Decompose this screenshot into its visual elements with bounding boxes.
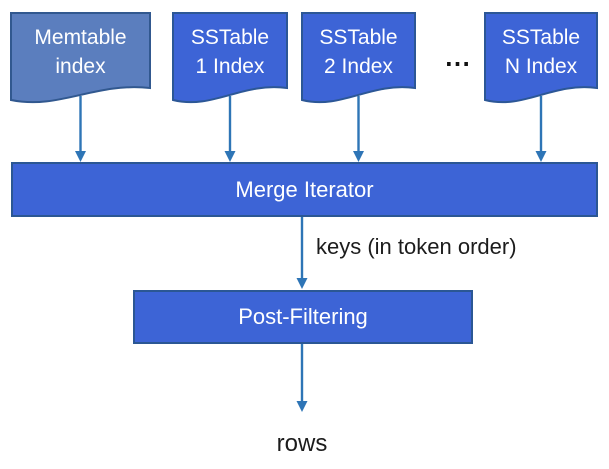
memtable-index-shape xyxy=(10,12,151,104)
keys-edge-label: keys (in token order) xyxy=(316,234,517,259)
sstable-n-index-label-line1: SSTable xyxy=(501,26,581,49)
sstable-1-index-shape xyxy=(172,12,288,104)
rows-output-label: rows xyxy=(276,430,328,457)
arrow-sstable1-to-merge xyxy=(224,96,236,162)
sstable-n-index-label: SSTable N Index xyxy=(485,13,597,91)
merge-iterator-label: Merge Iterator xyxy=(235,176,374,202)
sstable-n-index-shape xyxy=(484,12,598,104)
memtable-index-label-line1: Memtable xyxy=(34,26,127,49)
merge-iterator-box xyxy=(11,162,598,217)
more-sstables-ellipsis: ⋯ xyxy=(444,48,472,78)
sstable-1-index-label: SSTable 1 Index xyxy=(173,13,287,91)
memtable-index-label-line2: index xyxy=(55,55,106,78)
arrow-merge-to-postfiltering xyxy=(296,217,308,289)
memtable-index-label: Memtable index xyxy=(11,13,150,91)
sstable-1-index-label-line2: 1 Index xyxy=(195,55,265,78)
sstable-2-index-label-line1: SSTable xyxy=(319,26,398,49)
post-filtering-label: Post-Filtering xyxy=(238,304,368,329)
sstable-2-index-label-line2: 2 Index xyxy=(324,55,393,78)
sstable-1-index-label-line1: SSTable xyxy=(190,26,270,49)
arrow-sstable2-to-merge xyxy=(353,96,364,162)
post-filtering-box xyxy=(133,290,473,344)
arrow-memtable-to-merge xyxy=(75,96,86,162)
sstable-n-index-label-line2: N Index xyxy=(504,55,578,78)
sstable-2-index-label: SSTable 2 Index xyxy=(302,13,415,91)
arrow-sstablen-to-merge xyxy=(535,96,547,162)
arrow-postfiltering-to-rows xyxy=(296,344,308,412)
sstable-2-index-shape xyxy=(301,12,416,104)
